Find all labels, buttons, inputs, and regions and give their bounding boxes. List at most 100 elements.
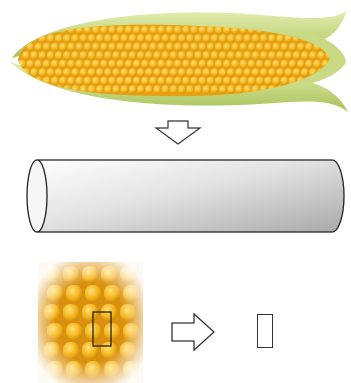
kernel <box>194 85 202 93</box>
kernel <box>88 34 96 42</box>
kernel <box>47 68 55 76</box>
kernel <box>166 43 174 51</box>
kernel <box>125 43 133 51</box>
kernel <box>149 26 157 34</box>
kernel <box>215 77 223 85</box>
kernel <box>293 68 301 76</box>
kernel <box>153 51 161 59</box>
kernel <box>235 68 243 76</box>
kernel <box>125 77 133 85</box>
kernel <box>92 77 100 85</box>
kernel <box>170 68 178 76</box>
kernel <box>84 43 92 51</box>
kernel <box>174 26 182 34</box>
kernel <box>268 34 276 42</box>
kernel <box>30 85 38 93</box>
kernel <box>313 60 321 68</box>
kernel <box>55 51 63 59</box>
kernel <box>239 60 247 68</box>
kernel <box>264 43 272 51</box>
kernel <box>182 60 190 68</box>
kernel <box>108 60 116 68</box>
kernel <box>301 51 309 59</box>
kernel <box>297 60 305 68</box>
kernel <box>104 68 112 76</box>
kernel <box>153 34 161 42</box>
kernel <box>202 34 210 42</box>
kernel <box>104 51 112 59</box>
kernel <box>227 51 235 59</box>
kernel <box>79 51 87 59</box>
kernel <box>202 85 210 93</box>
kernel <box>96 68 104 76</box>
kernel <box>153 85 161 93</box>
kernel <box>256 77 264 85</box>
kernel <box>239 77 247 85</box>
kernel <box>223 43 231 51</box>
kernel <box>211 51 219 59</box>
kernel <box>67 43 75 51</box>
kernel <box>202 51 210 59</box>
kernel <box>55 34 63 42</box>
kernel <box>248 77 256 85</box>
kernel <box>75 43 83 51</box>
kernel <box>100 77 108 85</box>
kernel <box>264 60 272 68</box>
kernel <box>276 51 284 59</box>
kernel <box>141 60 149 68</box>
kernel <box>198 77 206 85</box>
kernel <box>153 68 161 76</box>
kernel <box>219 68 227 76</box>
kernel <box>252 68 260 76</box>
kernel <box>166 60 174 68</box>
kernel <box>211 68 219 76</box>
kernel <box>174 60 182 68</box>
right-arrow-icon <box>170 312 216 352</box>
kernel <box>38 85 46 93</box>
kernel <box>219 51 227 59</box>
kernel <box>26 77 34 85</box>
kernel <box>145 51 153 59</box>
kernel <box>239 43 247 51</box>
kernel <box>34 60 42 68</box>
kernel <box>145 34 153 42</box>
kernel <box>133 77 141 85</box>
kernel <box>137 34 145 42</box>
kernel <box>289 60 297 68</box>
kernel <box>112 68 120 76</box>
kernel <box>219 34 227 42</box>
kernel <box>116 43 124 51</box>
kernel <box>186 51 194 59</box>
kernel <box>30 68 38 76</box>
kernel <box>211 34 219 42</box>
kernel <box>112 51 120 59</box>
kernel <box>157 60 165 68</box>
kernel <box>186 68 194 76</box>
kernel <box>59 60 67 68</box>
kernel <box>207 43 215 51</box>
kernel <box>34 26 42 34</box>
kernel <box>190 77 198 85</box>
kernel <box>141 26 149 34</box>
kernel <box>272 43 280 51</box>
corn-ear-image <box>0 0 351 125</box>
kernel <box>43 26 51 34</box>
kernel <box>26 26 34 34</box>
kernel <box>71 34 79 42</box>
kernel <box>104 34 112 42</box>
kernel <box>161 51 169 59</box>
kernel <box>18 77 26 85</box>
kernel <box>207 60 215 68</box>
kernel <box>120 68 128 76</box>
kernel <box>280 60 288 68</box>
kernel <box>264 77 272 85</box>
kernel <box>256 43 264 51</box>
kernel <box>112 85 120 93</box>
kernel <box>34 43 42 51</box>
kernel <box>79 34 87 42</box>
kernel <box>190 43 198 51</box>
kernel <box>63 68 71 76</box>
kernel <box>125 26 133 34</box>
kernel <box>161 68 169 76</box>
kernel <box>178 85 186 93</box>
